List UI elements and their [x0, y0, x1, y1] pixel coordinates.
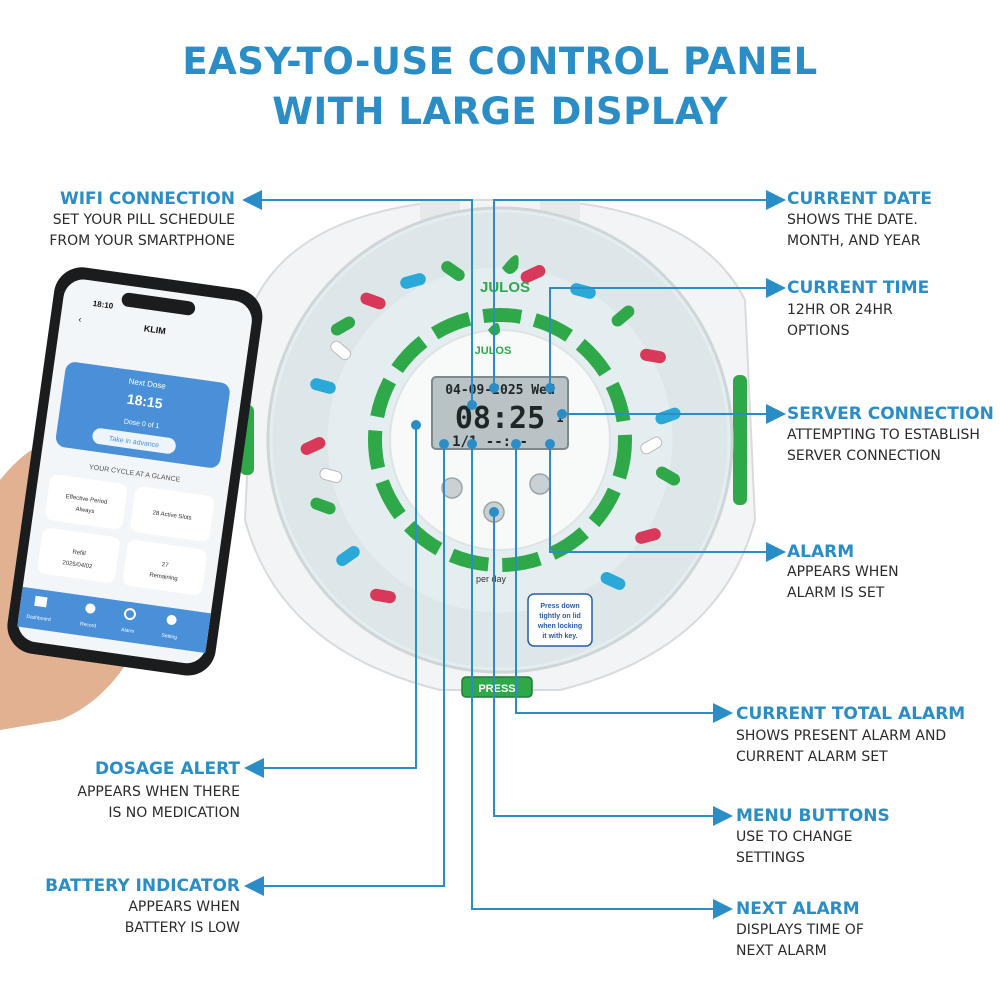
phone-notch [121, 292, 196, 316]
nav-alarm[interactable]: Alarm [121, 627, 135, 635]
line-battery [244, 444, 445, 896]
battery-desc-2: BATTERY IS LOW [124, 920, 240, 936]
total-alarm-label: CURRENT TOTAL ALARM [736, 704, 966, 724]
leaf-logo-icon [502, 255, 519, 274]
alarm-label: ALARM [787, 542, 855, 562]
nav-dashboard[interactable]: Dashboard [26, 614, 51, 623]
wifi-desc-2: FROM YOUR SMARTPHONE [49, 233, 235, 249]
date-desc-2: MONTH, AND YEAR [787, 233, 921, 249]
card-remaining[interactable] [122, 539, 208, 596]
sticker-line-2: tightly on lid [539, 613, 581, 620]
dosage-desc-1: APPEARS WHEN THERE [77, 784, 240, 800]
wifi-label: WIFI CONNECTION [59, 189, 235, 209]
card-effective-period[interactable] [44, 474, 128, 530]
press-label: PRESS [478, 683, 515, 695]
smartphone: 18:10 KLIM ‹ Next Dose 18:15 Dose 0 of 1… [7, 267, 263, 676]
server-label: SERVER CONNECTION [787, 404, 994, 424]
lid-sticker [527, 593, 593, 647]
app-title: KLIM [143, 323, 166, 336]
alarm-icon[interactable] [123, 608, 136, 621]
menu-label: MENU BUTTONS [736, 806, 890, 826]
battery-desc-1: APPEARS WHEN [128, 899, 240, 915]
next-dose-time: 18:15 [126, 391, 164, 412]
battery-label: BATTERY INDICATOR [45, 876, 240, 896]
card3-line2: 2025/04/02 [62, 560, 93, 570]
phone-status-time: 18:10 [92, 299, 114, 311]
card2-label: 28 Active Slots [152, 510, 192, 521]
total-alarm-desc-1: SHOWS PRESENT ALARM AND [736, 728, 947, 744]
line-time [549, 278, 786, 388]
press-button[interactable] [461, 676, 533, 698]
sticker-line-1: Press down [540, 603, 579, 610]
nav-setting[interactable]: Setting [161, 633, 177, 641]
per-day-label: per day [476, 574, 507, 584]
card1-line1: Effective Period [65, 494, 107, 506]
line-dosage [244, 425, 417, 778]
time-desc-1: 12HR OR 24HR [787, 302, 893, 318]
sticker-line-4: it with key. [542, 633, 577, 640]
headline-line-2: WITH LARGE DISPLAY [272, 90, 728, 133]
line-date [493, 190, 786, 388]
side-light-right [733, 375, 747, 505]
server-desc-1: ATTEMPTING TO ESTABLISH [787, 427, 980, 443]
time-label: CURRENT TIME [787, 278, 930, 298]
bottom-nav [17, 586, 211, 653]
total-alarm-desc-2: CURRENT ALARM SET [736, 749, 888, 765]
line-wifi [242, 190, 473, 405]
server-desc-2: SERVER CONNECTION [787, 448, 941, 464]
dosage-label: DOSAGE ALERT [95, 759, 240, 779]
line-total-alarm [515, 444, 733, 723]
line-alarm [549, 444, 786, 562]
menu-desc-1: USE TO CHANGE [736, 829, 853, 845]
pills [300, 260, 681, 604]
setting-icon[interactable] [166, 614, 177, 625]
next-alarm-desc-2: NEXT ALARM [736, 943, 827, 959]
date-desc-1: SHOWS THE DATE. [787, 212, 918, 228]
line-next-alarm [471, 444, 733, 919]
card-refill[interactable] [37, 527, 121, 583]
card1-line2: Always [75, 507, 95, 516]
back-icon[interactable]: ‹ [78, 314, 82, 324]
headline-line-1: EASY-TO-USE CONTROL PANEL [182, 40, 818, 83]
menu-button-left[interactable] [441, 477, 463, 499]
dose-count: Dose 0 of 1 [123, 418, 160, 430]
nav-record[interactable]: Record [80, 621, 97, 629]
line-menu [493, 512, 733, 826]
alarm-desc-2: ALARM IS SET [787, 585, 885, 601]
record-icon[interactable] [85, 603, 96, 614]
take-in-advance-button[interactable] [91, 427, 176, 455]
card4-line2: Remaining [149, 572, 178, 582]
card-active-slots[interactable] [130, 486, 216, 543]
menu-desc-2: SETTINGS [736, 850, 805, 866]
next-alarm-label: NEXT ALARM [736, 899, 860, 919]
next-alarm-desc-1: DISPLAYS TIME OF [736, 922, 864, 938]
sticker-line-3: when locking [537, 623, 582, 630]
device-brand: JULOS [480, 279, 530, 296]
time-desc-2: OPTIONS [787, 323, 850, 339]
wifi-desc-1: SET YOUR PILL SCHEDULE [52, 212, 235, 228]
dashboard-icon[interactable] [34, 595, 48, 608]
card4-line1: 27 [161, 562, 169, 569]
alarm-desc-1: APPEARS WHEN [787, 564, 899, 580]
green-indicator-ring [368, 308, 632, 572]
date-label: CURRENT DATE [787, 189, 932, 209]
card3-line1: Refill [72, 550, 86, 558]
dosage-desc-2: IS NO MEDICATION [108, 805, 240, 821]
